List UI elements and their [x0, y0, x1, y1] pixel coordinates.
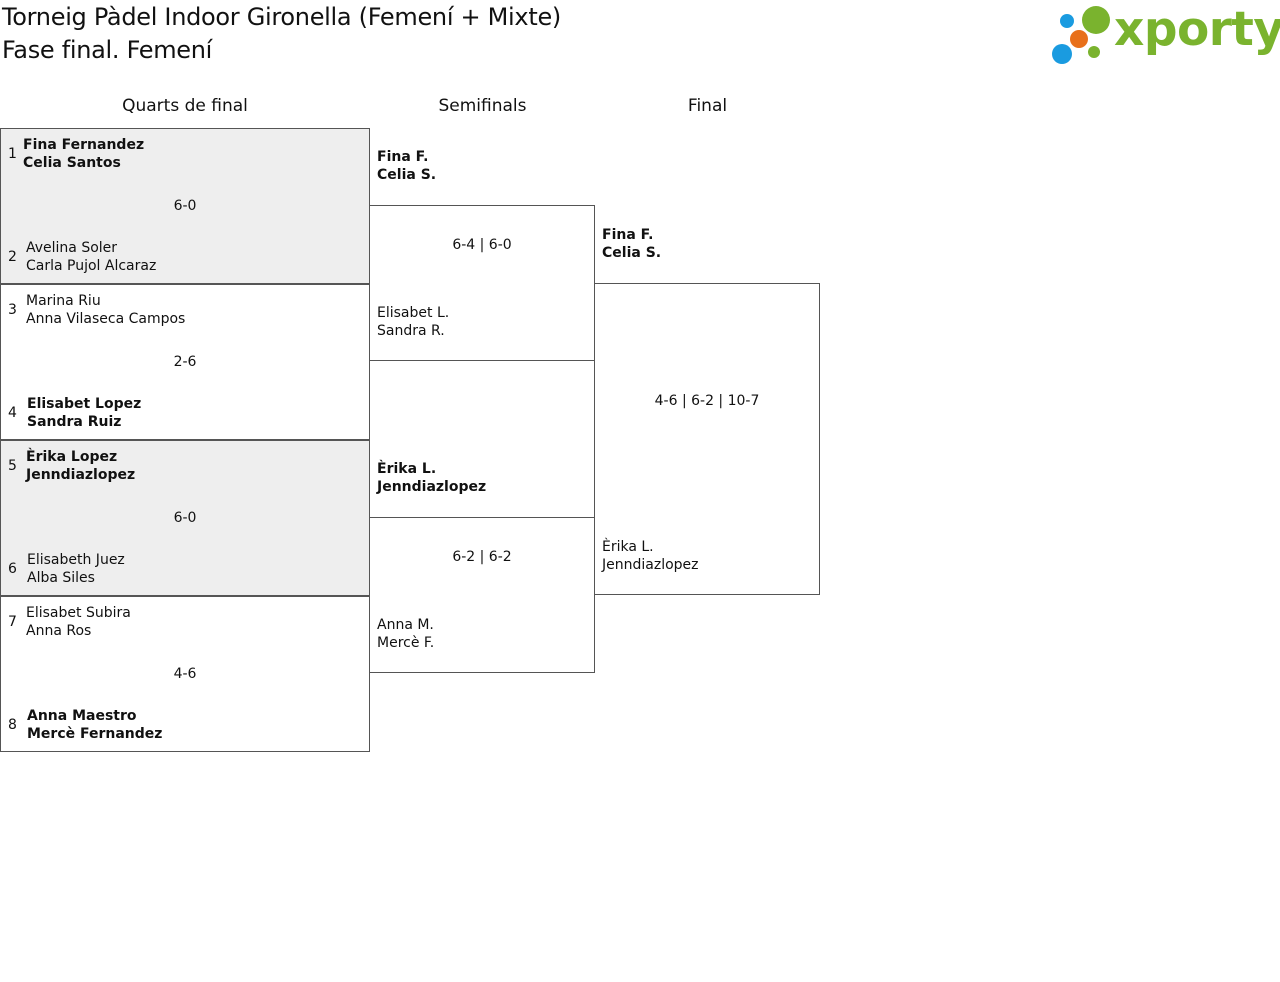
player-name: Elisabet Subira [26, 605, 131, 621]
player-name: Fina Fernandez [23, 137, 145, 153]
semifinal-2-team-top[interactable]: Èrika L. Jenndiazlopez [377, 460, 486, 496]
seed-number: 5 [8, 458, 17, 474]
seed-number: 7 [8, 614, 17, 630]
player-name: Jenndiazlopez [377, 479, 487, 495]
team-loser[interactable]: Elisabeth Juez Alba Siles [27, 551, 125, 587]
player-name: Mercè F. [377, 635, 435, 651]
semifinal-2-team-bottom[interactable]: Anna M. Mercè F. [377, 616, 434, 652]
semifinal-match-1[interactable]: 6-4 | 6-0 Elisabet L. Sandra R. [369, 205, 595, 361]
player-name: Elisabet Lopez [27, 396, 142, 412]
player-name: Anna Maestro [27, 708, 137, 724]
xporty-logo[interactable]: xporty [1050, 2, 1280, 68]
match-score: 6-2 | 6-2 [452, 549, 512, 565]
team-loser[interactable]: Elisabet Subira Anna Ros [26, 604, 131, 640]
logo-dot-blue-top [1060, 14, 1074, 28]
player-name: Celia Santos [23, 155, 121, 171]
player-name: Jenndiazlopez [26, 467, 136, 483]
team-loser[interactable]: Avelina Soler Carla Pujol Alcaraz [26, 239, 156, 275]
logo-dot-green [1082, 6, 1110, 34]
page-subtitle: Fase final. Femení [2, 36, 213, 64]
logo-dot-orange [1070, 30, 1088, 48]
round-header-final: Final [687, 96, 728, 116]
team-winner[interactable]: Fina Fernandez Celia Santos [23, 136, 144, 172]
semifinal-match-2[interactable]: 6-2 | 6-2 Anna M. Mercè F. [369, 517, 595, 673]
match-score: 6-0 [173, 510, 197, 526]
player-name: Jenndiazlopez [602, 557, 699, 573]
logo-dot-green-small [1088, 46, 1100, 58]
quarterfinal-match-4[interactable]: 7 Elisabet Subira Anna Ros 4-6 8 Anna Ma… [0, 596, 370, 752]
player-name: Fina F. [377, 149, 429, 165]
team-winner[interactable]: Èrika Lopez Jenndiazlopez [26, 448, 135, 484]
seed-number: 2 [8, 249, 17, 265]
logo-dot-blue-bottom [1052, 44, 1072, 64]
match-score: 4-6 | 6-2 | 10-7 [654, 393, 760, 409]
team-winner[interactable]: Elisabet Lopez Sandra Ruiz [27, 395, 141, 431]
semifinal-1-team-bottom[interactable]: Elisabet L. Sandra R. [377, 304, 449, 340]
player-name: Elisabeth Juez [27, 552, 125, 568]
seed-number: 6 [8, 561, 17, 577]
logo-wordmark: xporty [1114, 2, 1280, 57]
final-match[interactable]: 4-6 | 6-2 | 10-7 Èrika L. Jenndiazlopez [594, 283, 820, 595]
player-name: Carla Pujol Alcaraz [26, 258, 157, 274]
quarterfinal-match-1[interactable]: 1 Fina Fernandez Celia Santos 6-0 2 Avel… [0, 128, 370, 284]
player-name: Sandra Ruiz [27, 414, 122, 430]
player-name: Alba Siles [27, 570, 95, 586]
seed-number: 1 [8, 146, 17, 162]
team-loser[interactable]: Marina Riu Anna Vilaseca Campos [26, 292, 185, 328]
final-team-top[interactable]: Fina F. Celia S. [602, 226, 661, 262]
player-name: Avelina Soler [26, 240, 118, 256]
player-name: Celia S. [602, 245, 662, 261]
player-name: Elisabet L. [377, 305, 450, 321]
quarterfinal-match-3[interactable]: 5 Èrika Lopez Jenndiazlopez 6-0 6 Elisab… [0, 440, 370, 596]
seed-number: 4 [8, 405, 17, 421]
final-team-bottom[interactable]: Èrika L. Jenndiazlopez [602, 538, 699, 574]
team-winner[interactable]: Anna Maestro Mercè Fernandez [27, 707, 162, 743]
quarterfinal-match-2[interactable]: 3 Marina Riu Anna Vilaseca Campos 2-6 4 … [0, 284, 370, 440]
match-score: 6-4 | 6-0 [452, 237, 512, 253]
player-name: Èrika L. [602, 539, 654, 555]
player-name: Celia S. [377, 167, 437, 183]
player-name: Èrika L. [377, 461, 437, 477]
player-name: Fina F. [602, 227, 654, 243]
seed-number: 8 [8, 717, 17, 733]
match-score: 6-0 [173, 198, 197, 214]
player-name: Mercè Fernandez [27, 726, 163, 742]
round-header-quarters: Quarts de final [122, 96, 248, 116]
page-title: Torneig Pàdel Indoor Gironella (Femení +… [2, 3, 561, 31]
semifinal-1-team-top[interactable]: Fina F. Celia S. [377, 148, 436, 184]
player-name: Marina Riu [26, 293, 101, 309]
player-name: Anna M. [377, 617, 434, 633]
match-score: 4-6 [173, 666, 197, 682]
player-name: Anna Vilaseca Campos [26, 311, 186, 327]
round-header-semis: Semifinals [438, 96, 527, 116]
player-name: Sandra R. [377, 323, 445, 339]
seed-number: 3 [8, 302, 17, 318]
player-name: Èrika Lopez [26, 449, 118, 465]
match-score: 2-6 [173, 354, 197, 370]
player-name: Anna Ros [26, 623, 92, 639]
